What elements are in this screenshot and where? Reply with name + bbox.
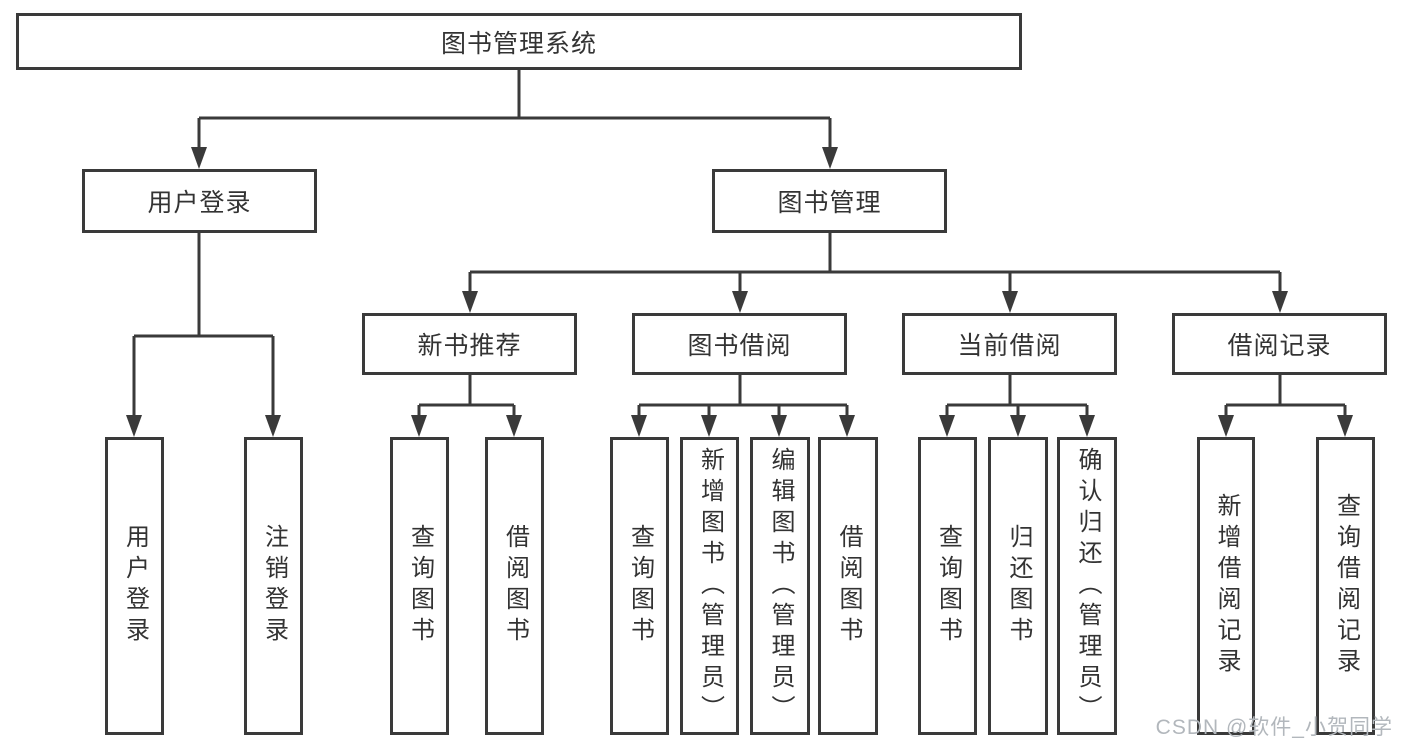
node-label: 新增图书（管理员） bbox=[696, 446, 724, 726]
node-label: 确认归还（管理员） bbox=[1074, 446, 1101, 726]
connector-user-login-branch bbox=[126, 233, 281, 437]
leaf-user-login: 用户登录 bbox=[105, 437, 164, 735]
node-label: 查询借阅记录 bbox=[1332, 493, 1360, 679]
node-new-book-recommendation: 新书推荐 bbox=[362, 313, 577, 375]
node-borrowing-records: 借阅记录 bbox=[1172, 313, 1387, 375]
connector-new-book-branch bbox=[411, 375, 522, 437]
leaf-add-books-admin: 新增图书（管理员） bbox=[680, 437, 739, 735]
node-label: 当前借阅 bbox=[957, 332, 1062, 360]
node-label: 查询图书 bbox=[406, 524, 434, 648]
node-book-management: 图书管理 bbox=[712, 169, 947, 233]
node-label: 编辑图书（管理员） bbox=[767, 446, 794, 726]
node-label: 用户登录 bbox=[147, 189, 252, 217]
node-label: 查询图书 bbox=[934, 524, 962, 648]
leaf-borrow-books-recommend: 借阅图书 bbox=[485, 437, 544, 735]
node-label: 图书管理 bbox=[777, 189, 882, 217]
leaf-search-books-current: 查询图书 bbox=[918, 437, 977, 735]
node-label: 注销登录 bbox=[260, 524, 288, 648]
leaf-confirm-return-admin: 确认归还（管理员） bbox=[1057, 437, 1117, 735]
node-label: 图书借阅 bbox=[687, 332, 792, 360]
node-label: 借阅记录 bbox=[1227, 332, 1332, 360]
leaf-edit-books-admin: 编辑图书（管理员） bbox=[750, 437, 810, 735]
node-label: 新书推荐 bbox=[417, 332, 522, 360]
node-library-management-system: 图书管理系统 bbox=[16, 13, 1022, 70]
connector-book-management-branch bbox=[462, 233, 1288, 313]
node-label: 归还图书 bbox=[1005, 524, 1032, 648]
node-label: 图书管理系统 bbox=[440, 29, 597, 58]
connector-book-borrow-branch bbox=[631, 375, 855, 437]
node-user-login: 用户登录 bbox=[82, 169, 317, 233]
leaf-search-books-borrow: 查询图书 bbox=[610, 437, 669, 735]
csdn-watermark: CSDN @软件_小贺同学 bbox=[1155, 716, 1393, 739]
connector-borrow-record-branch bbox=[1218, 375, 1353, 437]
node-label: 新增借阅记录 bbox=[1213, 493, 1240, 679]
leaf-borrow-books: 借阅图书 bbox=[818, 437, 878, 735]
leaf-add-borrow-record: 新增借阅记录 bbox=[1197, 437, 1255, 735]
leaf-search-borrow-record: 查询借阅记录 bbox=[1316, 437, 1375, 735]
leaf-return-books: 归还图书 bbox=[988, 437, 1048, 735]
leaf-search-books-recommend: 查询图书 bbox=[390, 437, 449, 735]
node-label: 查询图书 bbox=[626, 524, 654, 648]
node-label: 借阅图书 bbox=[835, 524, 862, 648]
connector-current-borrow-branch bbox=[939, 375, 1095, 437]
node-book-borrowing: 图书借阅 bbox=[632, 313, 847, 375]
node-label: 借阅图书 bbox=[501, 524, 529, 648]
node-label: 用户登录 bbox=[121, 524, 149, 648]
node-current-borrowing: 当前借阅 bbox=[902, 313, 1117, 375]
leaf-logout: 注销登录 bbox=[244, 437, 303, 735]
connector-root-to-level2 bbox=[191, 70, 838, 169]
